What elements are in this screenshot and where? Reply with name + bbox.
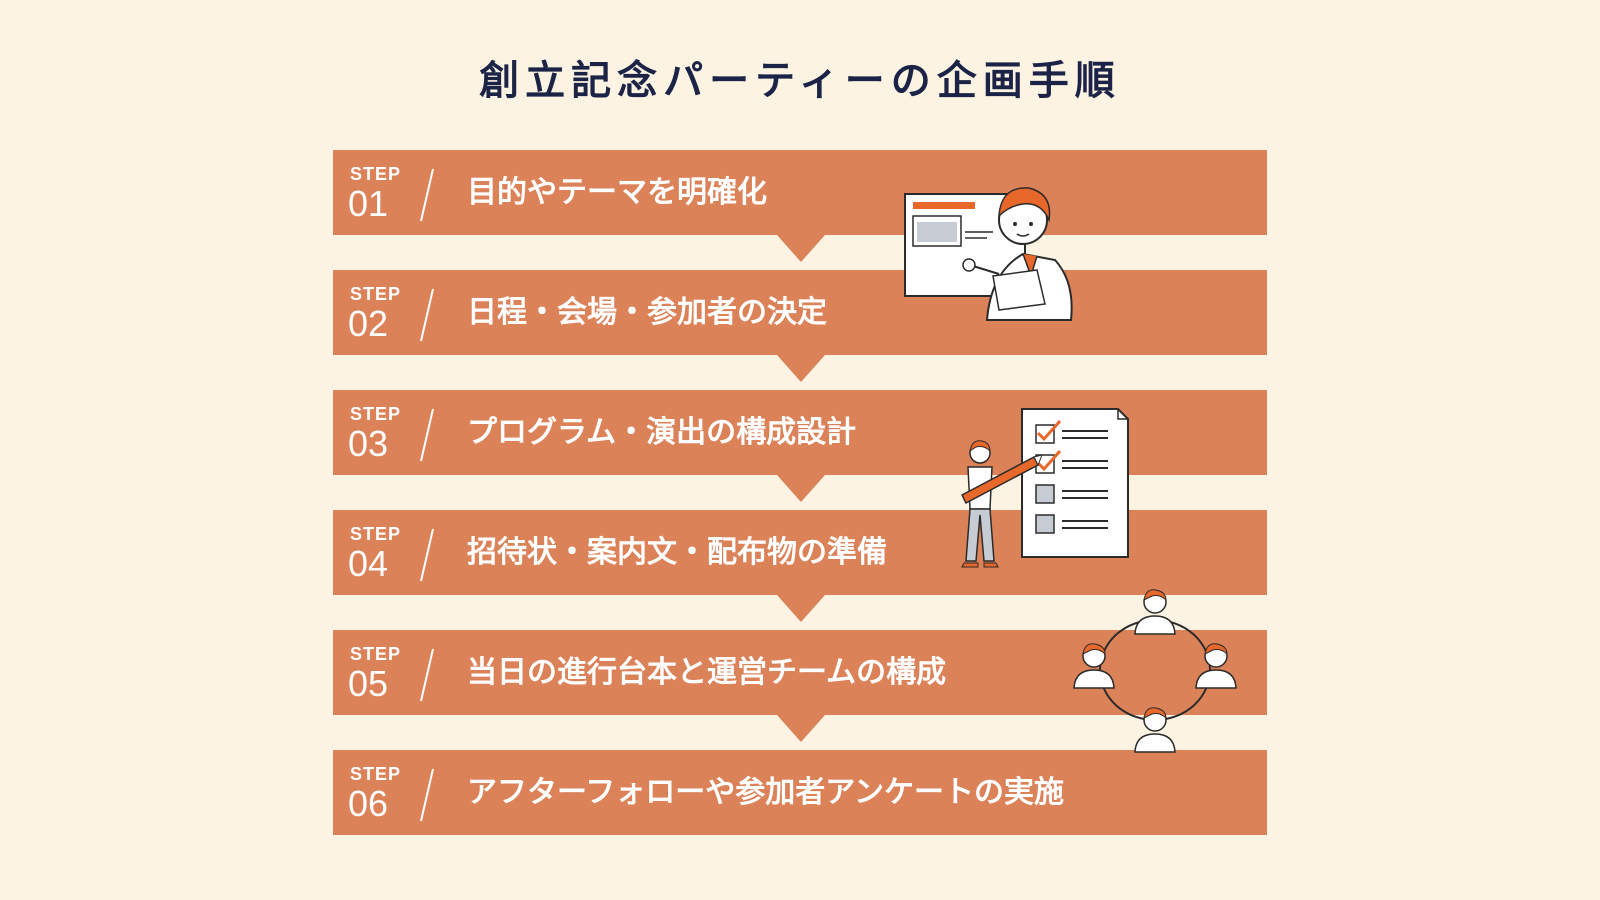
team-member-top [1134, 589, 1176, 635]
team-network-icon [1073, 589, 1237, 753]
step-text: 当日の進行台本と運営チームの構成 [467, 655, 947, 690]
step-text: 目的やテーマを明確化 [467, 175, 767, 210]
team-member-bottom [1134, 707, 1176, 753]
slash-divider [420, 648, 434, 702]
down-arrow [777, 355, 825, 382]
slash-divider [420, 408, 434, 462]
step-number: 06 [348, 783, 389, 824]
slash-divider [420, 168, 434, 222]
down-arrow [777, 475, 825, 502]
step-label: STEP [350, 164, 402, 184]
slash-divider [420, 288, 434, 342]
step-text: プログラム・演出の構成設計 [467, 415, 857, 450]
step-label: STEP [350, 404, 402, 424]
step-label: STEP [350, 764, 402, 784]
step-number: 02 [348, 303, 389, 344]
checklist-icon [961, 408, 1129, 568]
team-member-right [1195, 643, 1237, 689]
down-arrow [777, 235, 825, 262]
down-arrow [777, 715, 825, 742]
presenter-icon [904, 187, 1073, 321]
step-label: STEP [350, 644, 402, 664]
slash-divider [420, 528, 434, 582]
step-text: 招待状・案内文・配布物の準備 [467, 535, 887, 570]
step-number: 01 [348, 183, 389, 224]
team-member-left [1073, 643, 1115, 689]
step-01: STEP 01 目的やテーマを明確化 [333, 150, 1267, 235]
step-text: アフターフォローや参加者アンケートの実施 [467, 775, 1064, 810]
diagram-title: 創立記念パーティーの企画手順 [479, 58, 1121, 104]
step-02: STEP 02 日程・会場・参加者の決定 [333, 270, 1267, 355]
step-text: 日程・会場・参加者の決定 [467, 295, 827, 330]
step-06: STEP 06 アフターフォローや参加者アンケートの実施 [333, 750, 1267, 835]
step-label: STEP [350, 524, 402, 544]
slash-divider [420, 768, 434, 822]
step-label: STEP [350, 284, 402, 304]
step-number: 03 [348, 423, 389, 464]
down-arrow [777, 595, 825, 622]
step-number: 05 [348, 663, 389, 704]
step-number: 04 [348, 543, 389, 584]
